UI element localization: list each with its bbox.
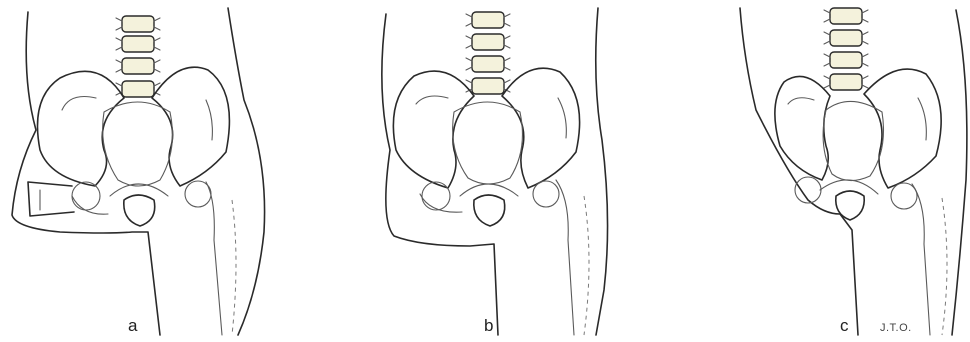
panel-c-label: c: [840, 316, 849, 336]
panel-a-label: a: [128, 316, 137, 336]
panel-b-spine: [466, 12, 510, 94]
artist-signature: J.T.O.: [880, 322, 912, 334]
panel-a-iliac-right: [152, 67, 229, 186]
panel-a-spine: [116, 16, 160, 97]
panel-c-spine: [824, 8, 868, 90]
panel-c-drawing: [740, 8, 967, 335]
panel-b-label: b: [484, 316, 493, 336]
panel-c-right-outline: [952, 10, 967, 335]
panel-a-right-outline: [228, 8, 265, 335]
panel-a-drawing: [12, 8, 265, 335]
panel-b-drawing: [382, 8, 608, 335]
panel-b-right-outline: [596, 8, 608, 335]
